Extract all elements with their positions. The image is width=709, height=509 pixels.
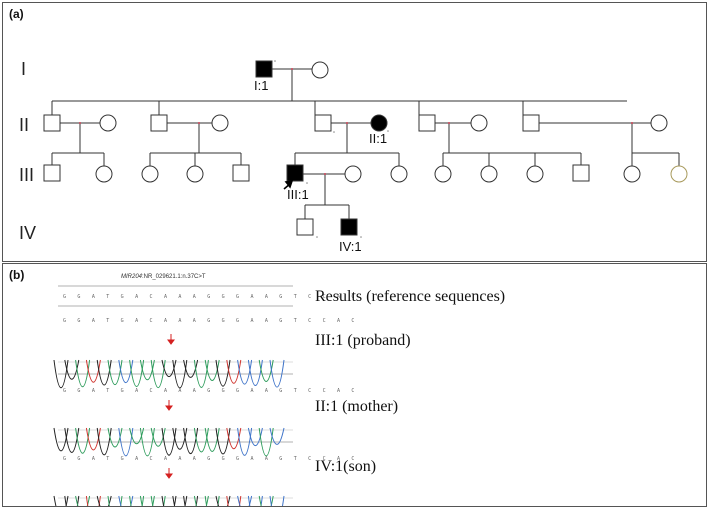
- result-son: IV:1(son): [315, 458, 377, 475]
- individual-iii-female: [434, 165, 452, 183]
- sequence-title: MIR204:NR_029621.1:n.37C>T: [121, 274, 206, 280]
- chromatogram-peak: [172, 427, 188, 450]
- chromatogram-peak: [269, 427, 285, 445]
- individual-iv1-male-affected: [340, 218, 358, 236]
- sequencing-panel: (b) MIR204:NR_029621.1:n.37C>T G G A T G…: [2, 263, 707, 507]
- label-iii1: III:1: [287, 187, 309, 202]
- individual-iii-male: [43, 164, 61, 182]
- pedigree-chart: [43, 60, 688, 238]
- chromatogram-peak: [226, 359, 242, 384]
- chromatogram-peak: [53, 427, 69, 452]
- label-ii1: II:1: [369, 131, 388, 146]
- chromatogram-peak: [118, 359, 134, 383]
- individual-ii-female: [99, 114, 117, 132]
- individual-iii-female: [670, 165, 688, 183]
- label-iv1: IV:1: [339, 239, 362, 254]
- individual-iii1-male-affected-proband: [286, 164, 304, 182]
- chromatogram-peak: [193, 495, 209, 506]
- individual-i1-male-affected: [255, 60, 273, 78]
- chromatogram-peak: [118, 427, 134, 456]
- generation-label-iii: III: [19, 165, 35, 185]
- individual-ii-female: [470, 114, 488, 132]
- individual-iii-female: [390, 165, 408, 183]
- chromatogram-peak: [204, 359, 220, 382]
- individual-iii-female: [186, 165, 204, 183]
- individual-iii-female: [623, 165, 641, 183]
- result-proband: III:1 (proband): [315, 332, 411, 349]
- sequence-row-son: G G A T G A C A A A G G G A A G T C C A …: [63, 456, 359, 462]
- chromatogram-peak: [161, 495, 177, 506]
- label-i1: I:1: [254, 78, 269, 93]
- result-mother: II:1 (mother): [315, 398, 399, 415]
- chromatograms: [53, 285, 293, 506]
- chromatogram-peak: [75, 495, 91, 506]
- chromatogram-peak: [258, 495, 274, 506]
- chromatogram-peak: [139, 359, 155, 381]
- chromatogram-peak: [183, 359, 199, 378]
- chromatogram-peak: [85, 495, 101, 506]
- chromatogram-peak: [237, 495, 253, 506]
- generation-label-i: I: [21, 59, 27, 79]
- pedigree-panel: (a) I II III IV I:1 II:1 III:1 IV:1: [2, 2, 707, 262]
- individual-iii-female: [526, 165, 544, 183]
- panel-b-label: (b): [9, 268, 25, 282]
- generation-label-ii: II: [19, 115, 30, 135]
- sequence-row-mother: G G A T G A C A A A G G G A A G T C C A …: [63, 388, 359, 394]
- chromatogram-peak: [247, 427, 263, 447]
- chromatogram-peak: [204, 427, 220, 452]
- chromatogram-peak: [269, 359, 285, 388]
- chromatogram-peak: [215, 495, 231, 506]
- individual-iii-female: [480, 165, 498, 183]
- chromatogram-peak: [172, 495, 188, 506]
- chromatogram-peak: [150, 495, 166, 506]
- chromatogram-peak: [85, 359, 101, 383]
- sequence-row-reference: G G A T G A C A A A G G G A A G T C C A …: [63, 294, 359, 300]
- individual-ii-male: [43, 114, 61, 132]
- individual-ii-male: [522, 114, 540, 132]
- individual-ii-male: [150, 114, 168, 132]
- individual-ii-male: [418, 114, 436, 132]
- chromatogram-peak: [85, 427, 101, 451]
- chromatogram-peak: [96, 495, 112, 506]
- chromatogram-peak: [226, 427, 242, 450]
- chromatogram-peak: [193, 427, 209, 453]
- individual-iii-male: [232, 164, 250, 182]
- chromatogram-peak: [258, 359, 274, 382]
- individual-ii-female: [211, 114, 229, 132]
- individual-iii-male: [572, 164, 590, 182]
- chromatogram-peak: [107, 427, 123, 448]
- generation-label-iv: IV: [19, 223, 37, 243]
- individual-iv-male: [296, 218, 314, 236]
- chromatogram-peak: [269, 495, 285, 506]
- chromatogram-peak: [139, 495, 155, 506]
- gene-name: MIR204: [121, 274, 143, 280]
- individual-ii-female: [650, 114, 668, 132]
- chromatogram-proband: [53, 359, 285, 389]
- chromatogram-peak: [53, 495, 69, 506]
- chromatogram-peak: [96, 359, 112, 386]
- individual-iii-female: [95, 165, 113, 183]
- individual-iii-spouse-female: [344, 165, 362, 183]
- chromatogram-mother: [53, 427, 285, 457]
- individual-iii-female: [141, 165, 159, 183]
- chromatogram-peak: [129, 427, 145, 445]
- individual-i2-female: [311, 61, 329, 79]
- chromatogram-peak: [183, 427, 199, 454]
- chromatogram-peak: [150, 427, 166, 447]
- chromatogram-peak: [64, 427, 80, 453]
- chromatogram-peak: [107, 359, 123, 385]
- sequence-row-proband: G G A T G A C A A A G G G A A G T C C A …: [63, 318, 359, 324]
- individual-ii-male-spouse: [314, 114, 332, 132]
- result-reference: Results (reference sequences): [315, 288, 506, 305]
- chromatogram-son: [53, 495, 285, 506]
- individual-ii1-female-affected: [370, 114, 388, 132]
- chromatogram-peak: [161, 359, 177, 378]
- chromatogram-peak: [237, 359, 253, 385]
- variant-name: :NR_029621.1:n.37C>T: [142, 274, 206, 280]
- panel-a-label: (a): [9, 7, 24, 21]
- proband-arrow-icon: [283, 179, 294, 190]
- chromatogram-peak: [64, 359, 80, 380]
- chromatogram-peak: [118, 495, 134, 506]
